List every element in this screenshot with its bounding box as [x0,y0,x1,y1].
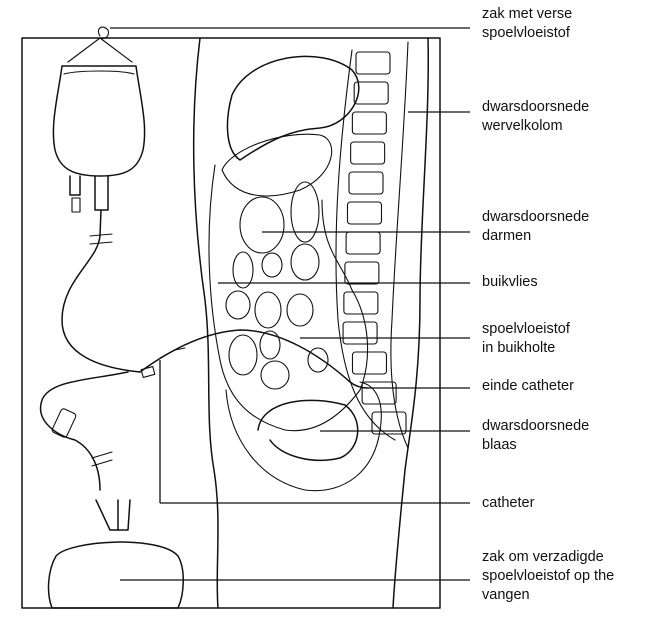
vertebra [346,232,380,254]
label-line: dwarsdoorsnede [482,208,589,227]
roller-clamp [51,408,76,438]
vertebra [349,172,383,194]
label-line: vangen [482,586,614,605]
vertebra [352,112,386,134]
label-peritoneum: buikvlies [482,273,538,292]
inflow-tube [62,210,140,372]
label-line: catheter [482,494,534,513]
label-line: spoelvloeistof [482,320,570,339]
label-line: dwarsdoorsnede [482,98,589,117]
label-intestines: dwarsdoorsnede darmen [482,208,589,246]
vertebra [345,262,379,284]
label-line: dwarsdoorsnede [482,417,589,436]
vertebra [344,292,378,314]
label-line: in buikholte [482,339,570,358]
label-line: darmen [482,227,589,246]
vertebra [343,322,377,344]
label-line: spoelvloeistof op the [482,567,614,586]
label-line: einde catheter [482,377,574,396]
label-line: zak om verzadigde [482,548,614,567]
spine-cross-section [336,42,408,448]
label-line: spoelvloeistof [482,24,572,43]
label-drain-bag: zak om verzadigde spoelvloeistof op the … [482,548,614,605]
label-line: buikvlies [482,273,538,292]
catheter-tube [140,330,368,388]
upper-organ [227,56,358,160]
back-outline [393,38,428,608]
catheter-tube-line [160,348,185,358]
label-line: zak met verse [482,5,572,24]
label-spine: dwarsdoorsnede wervelkolom [482,98,589,136]
label-line: blaas [482,436,589,455]
stomach [222,134,332,196]
vertebra [351,142,385,164]
label-catheter-end: einde catheter [482,377,574,396]
vertebra [347,202,381,224]
illustration-frame [22,38,440,608]
drain-tube [41,372,128,490]
abdominal-cavity [226,382,381,491]
vertebra [352,352,386,374]
intestines-cross-section [226,182,328,389]
label-catheter: catheter [482,494,534,513]
label-bladder: dwarsdoorsnede blaas [482,417,589,455]
leader-lines [110,28,470,580]
fresh-fluid-bag [53,27,144,212]
drain-bag [49,500,184,608]
label-fresh-bag: zak met verse spoelvloeistof [482,5,572,43]
vertebra [356,52,390,74]
label-fluid: spoelvloeistof in buikholte [482,320,570,358]
label-line: wervelkolom [482,117,589,136]
